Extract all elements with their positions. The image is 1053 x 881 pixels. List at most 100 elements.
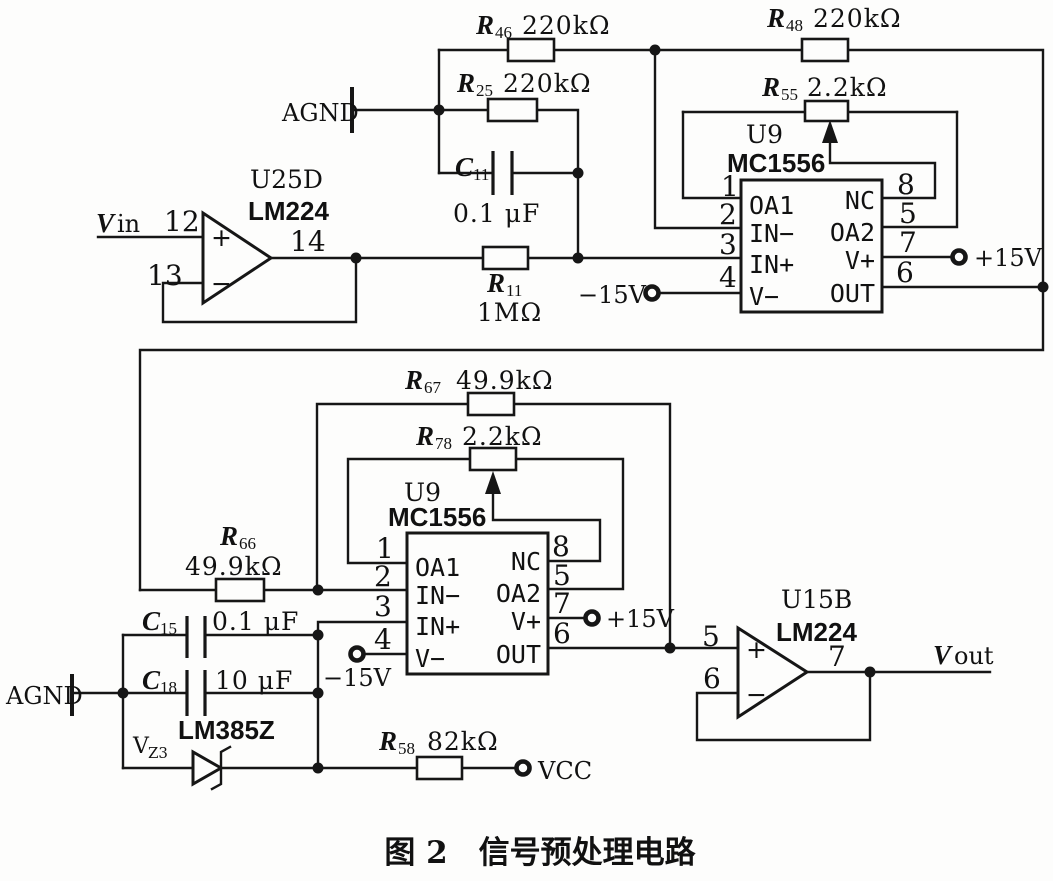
c11-ref-label: C bbox=[455, 152, 474, 182]
u9b-label-in-minus: IN− bbox=[415, 581, 460, 610]
resistor-r55-body bbox=[803, 99, 850, 123]
minus15-label-b: −15V bbox=[323, 664, 392, 692]
r67-value-label: 49.9kΩ bbox=[456, 366, 554, 395]
vout-label: V bbox=[933, 640, 953, 670]
zener-vz3-cathode-bar bbox=[210, 745, 232, 791]
u9b-label-v-plus: V+ bbox=[511, 607, 541, 636]
zener-part-label: LM385Z bbox=[178, 715, 275, 745]
c18-ref-label: C bbox=[142, 665, 161, 695]
resistor-r25-body bbox=[486, 97, 539, 123]
c15-plates bbox=[185, 616, 207, 658]
u9a-pin1-number: 1 bbox=[721, 170, 739, 203]
zener-vz3-triangle bbox=[191, 749, 225, 787]
u9b-label-nc: NC bbox=[511, 547, 541, 576]
junction-dot bbox=[117, 687, 129, 699]
u9a-pin2-wire bbox=[653, 48, 743, 230]
u9b-label-oa1: OA1 bbox=[415, 553, 460, 582]
c18-value-label: 10 μF bbox=[215, 666, 293, 695]
u9a-pin3-number: 3 bbox=[719, 228, 737, 261]
u9a-label-out: OUT bbox=[830, 279, 875, 308]
resistor-r46-body bbox=[506, 37, 556, 63]
chip-u9a-body bbox=[739, 178, 884, 314]
opamp1-feedback-wire bbox=[161, 256, 358, 324]
opamp2-feedback-wire bbox=[695, 670, 872, 742]
stage1: + − V in 12 13 14 U25D LM224 AGND R 46 2… bbox=[96, 3, 1049, 592]
u9b-pin8-number: 8 bbox=[552, 530, 570, 563]
u25d-part-label: LM224 bbox=[248, 196, 329, 226]
opamp-u25d-plus-sign: + bbox=[211, 223, 232, 252]
c15-value-label: 0.1 μF bbox=[212, 607, 299, 636]
u15b-pin-minus-number: 6 bbox=[703, 662, 721, 695]
r11-sub-label: 11 bbox=[506, 281, 522, 300]
r78-value-label: 2.2kΩ bbox=[462, 422, 543, 451]
r25-wire bbox=[437, 108, 580, 260]
u9a-pin2-number: 2 bbox=[719, 198, 737, 231]
u9b-label-v-minus: V− bbox=[415, 644, 445, 673]
u9b-pin4-number: 4 bbox=[374, 623, 392, 656]
plus15-terminal-b bbox=[583, 609, 601, 627]
opamp-u25d bbox=[201, 210, 274, 306]
u9a-label-v-plus: V+ bbox=[845, 246, 875, 275]
r58-sub-label: 58 bbox=[398, 739, 415, 758]
r11-ref-label: R bbox=[486, 268, 505, 298]
r66-value-label: 49.9kΩ bbox=[185, 552, 283, 581]
r78-sub-label: 78 bbox=[435, 434, 452, 453]
r46-value-label: 220kΩ bbox=[522, 11, 611, 40]
c11-sub-label: 11 bbox=[473, 165, 489, 184]
r55-wiper-arrow bbox=[822, 120, 838, 143]
vout-label-suffix: out bbox=[954, 642, 994, 670]
u9a-pin5-number: 5 bbox=[899, 197, 917, 230]
resistor-r78-body bbox=[468, 446, 518, 472]
zener-ref-label: V bbox=[132, 734, 150, 759]
u25d-pin-plus-number: 12 bbox=[164, 205, 200, 238]
u9a-label-in-minus: IN− bbox=[749, 219, 794, 248]
r78-wiper-wire bbox=[491, 490, 602, 563]
plus15-label-a: +15V bbox=[974, 244, 1043, 272]
r25-sub-label: 25 bbox=[476, 81, 493, 100]
u15b-pin-out-number: 7 bbox=[828, 640, 846, 673]
c15-ref-label: C bbox=[142, 606, 161, 636]
minus15-terminal-a bbox=[643, 284, 661, 302]
resistor-r58-body bbox=[415, 755, 464, 781]
r25-ref-label: R bbox=[456, 68, 475, 98]
u9b-pin2-number: 2 bbox=[374, 560, 392, 593]
r55-wiper-wire bbox=[828, 138, 937, 200]
u9b-pin3-bus bbox=[316, 620, 409, 770]
c11-plates bbox=[491, 151, 514, 195]
u9a-label-v-minus: V− bbox=[749, 282, 779, 311]
r48-feedback-link-wire bbox=[138, 48, 1045, 592]
plus15-terminal-a bbox=[950, 248, 968, 266]
r48-value-label: 220kΩ bbox=[813, 4, 902, 33]
u9a-part-label: MC1556 bbox=[727, 148, 825, 178]
plus15-label-b: +15V bbox=[606, 605, 675, 633]
opamp-u15b bbox=[736, 625, 810, 720]
r55-right-loop bbox=[880, 110, 959, 229]
r67-ref-label: R bbox=[404, 365, 423, 395]
r55-value-label: 2.2kΩ bbox=[807, 73, 888, 102]
r46-ref-label: R bbox=[475, 10, 494, 40]
figure-caption: 图 2 信号预处理电路 bbox=[384, 835, 696, 871]
junction-dot bbox=[572, 252, 584, 264]
c18-plates bbox=[185, 670, 207, 716]
u9b-part-label: MC1556 bbox=[388, 502, 486, 532]
u9a-label-oa1: OA1 bbox=[749, 191, 794, 220]
u9b-pin7-number: 7 bbox=[553, 587, 571, 620]
c18-sub-label: 18 bbox=[160, 678, 177, 697]
chip-u9b-body bbox=[405, 531, 550, 676]
junction-dot bbox=[312, 584, 324, 596]
r66-ref-label: R bbox=[219, 521, 238, 551]
r48-ref-label: R bbox=[766, 3, 785, 33]
vin-label: V bbox=[96, 208, 116, 238]
zener-sub-label: Z3 bbox=[148, 744, 168, 762]
r78-wiper-arrow bbox=[485, 471, 501, 494]
r46-sub-label: 46 bbox=[495, 23, 512, 42]
agnd-top-label: AGND bbox=[281, 99, 359, 127]
u9a-pin6-number: 6 bbox=[896, 256, 914, 289]
minus15-terminal-b bbox=[348, 645, 366, 663]
u15b-pin-plus-number: 5 bbox=[702, 620, 720, 653]
junction-dot bbox=[433, 104, 445, 116]
u9a-pin7-number: 7 bbox=[899, 226, 917, 259]
junction-dot bbox=[572, 167, 584, 179]
